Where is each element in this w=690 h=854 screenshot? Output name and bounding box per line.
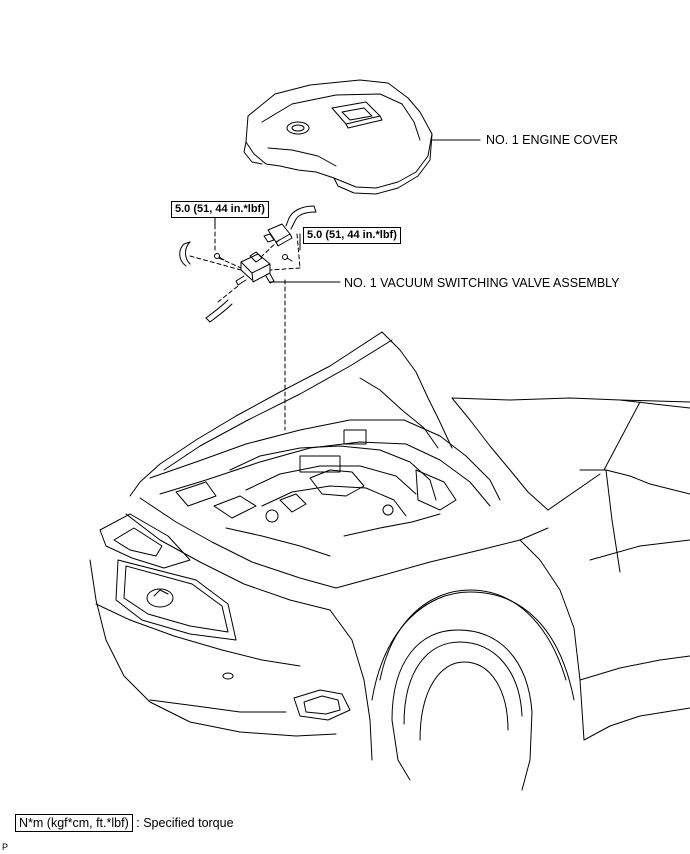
engine-cover-label: NO. 1 ENGINE COVER [486,133,618,147]
corner-mark: P [2,842,9,852]
vsv-parts-drawing [179,205,317,323]
engine-cover-drawing [243,79,433,195]
legend-unit-box: N*m (kgf*cm, ft.*lbf) [15,814,133,832]
legend-separator: : [136,816,140,830]
bolt-left [214,253,225,261]
torque-callout-left: 5.0 (51, 44 in.*lbf) [171,201,269,218]
legend: N*m (kgf*cm, ft.*lbf) : Specified torque [15,814,234,832]
vsv-assembly-label: NO. 1 VACUUM SWITCHING VALVE ASSEMBLY [344,276,620,290]
vehicle-drawing [89,331,690,791]
bolt-right [282,254,293,262]
legend-description: Specified torque [143,816,234,830]
assembly-dashed-lines [189,224,301,431]
torque-callout-right: 5.0 (51, 44 in.*lbf) [303,227,401,244]
